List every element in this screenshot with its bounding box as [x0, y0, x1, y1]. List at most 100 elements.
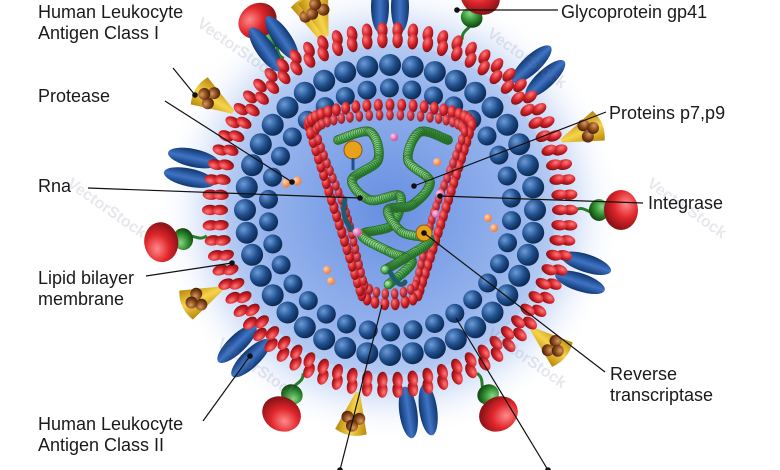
lipid-bead	[236, 116, 252, 129]
brown-bead	[306, 7, 319, 20]
matrix-bead	[379, 54, 401, 76]
capsid-bead	[351, 100, 361, 114]
matrix-bead	[496, 113, 519, 136]
lipid-bead	[264, 338, 278, 353]
lipid-bead	[223, 144, 239, 156]
matrix-bead-inner	[283, 274, 303, 294]
protease-particle	[490, 224, 498, 232]
brown-bead	[587, 121, 600, 134]
leader-dot	[289, 179, 295, 185]
leader-line	[202, 355, 251, 422]
matrix-bead	[481, 301, 504, 324]
lipid-bead	[464, 52, 477, 68]
protease-particle	[281, 178, 291, 188]
lipid-bead	[539, 116, 555, 129]
matrix-bead	[444, 69, 467, 92]
capsid-bead	[419, 100, 429, 114]
lipid-bead	[346, 36, 358, 53]
capsid-bead	[362, 99, 372, 113]
brown-bead	[551, 344, 564, 357]
lipid-bead	[229, 130, 245, 143]
lipid-bead	[277, 335, 291, 350]
blue-spike-left	[511, 45, 552, 84]
leader-dot	[247, 353, 253, 359]
blue-spike-left	[163, 167, 215, 188]
capsid-bead-inner	[396, 109, 405, 121]
matrix-bead-inner	[403, 320, 423, 340]
brown-bead	[345, 419, 358, 432]
blue-spike-left	[248, 27, 283, 72]
lipid-bead	[451, 358, 463, 374]
matrix-bead	[464, 316, 487, 339]
lipid-bead	[489, 335, 503, 350]
spike-blue-2	[511, 45, 566, 98]
matrix-bead-inner	[337, 314, 356, 334]
lipid-bead	[255, 91, 269, 105]
lipid-bead	[303, 352, 316, 368]
blue-spike-left	[561, 251, 612, 275]
lipid-bead	[317, 46, 329, 62]
leader-line	[455, 317, 549, 470]
spike-blue-5	[555, 251, 612, 294]
matrix-bead-inner	[424, 86, 443, 106]
matrix-bead-inner	[259, 212, 279, 232]
lipid-bead	[245, 103, 260, 117]
lipid-bead	[264, 67, 278, 82]
capsid-bead-inner	[365, 110, 374, 121]
matrix-bead-inner	[381, 322, 401, 342]
brown-bead	[549, 335, 562, 348]
lipid-bead	[255, 315, 269, 329]
lipid-bead	[212, 219, 229, 231]
lipid-bead	[303, 52, 316, 68]
capsid-bead-inner	[416, 110, 425, 122]
leader-line	[164, 100, 293, 183]
matrix-bead	[356, 55, 379, 78]
lipid-bead	[477, 344, 490, 360]
brown-bead	[541, 344, 554, 357]
matrix-bead-inner	[271, 255, 291, 275]
capsid-bead-inner	[375, 109, 384, 121]
lipid-bead	[392, 371, 403, 388]
matrix-bead	[356, 342, 379, 365]
label-integrase: Integrase	[648, 193, 724, 213]
matrix-bead-inner	[358, 320, 378, 340]
capsid-bead	[373, 98, 383, 112]
lipid-bead	[541, 264, 557, 276]
lipid-bead	[289, 49, 302, 65]
lipid-bead	[549, 235, 566, 246]
lipid-bead	[212, 204, 228, 216]
matrix-bead	[313, 328, 336, 351]
blue-spike-right	[168, 147, 220, 169]
lipid-bead	[490, 58, 504, 73]
lipid-bead	[223, 264, 239, 276]
spike-yellow-12	[179, 286, 224, 320]
capsid-bead-inner	[399, 286, 408, 298]
lipid-bead	[551, 219, 568, 231]
matrix-bead	[261, 284, 284, 307]
matrix-bead	[234, 199, 256, 221]
matrix-bead-inner	[498, 233, 517, 253]
matrix-bead	[249, 264, 272, 287]
matrix-bead	[522, 176, 545, 199]
capsid-bead-inner	[323, 116, 332, 128]
matrix-bead	[508, 264, 531, 287]
blue-spike-right	[398, 386, 418, 439]
brown-bead	[208, 87, 221, 100]
lipid-bead	[549, 174, 566, 185]
label-hla-class-1-line2: Antigen Class I	[38, 23, 160, 43]
lipid-bead	[225, 291, 241, 304]
lipid-bead	[225, 116, 241, 129]
matrix-bead	[516, 154, 539, 177]
capsid-cone	[303, 98, 477, 311]
matrix-bead	[313, 69, 336, 92]
lipid-bead	[361, 33, 373, 50]
lipid-bead	[502, 338, 516, 353]
matrix-bead	[444, 328, 467, 351]
matrix-bead-inner	[490, 254, 509, 274]
surface-glycoproteins	[144, 0, 638, 439]
lipid-bilayer-membrane	[202, 22, 578, 398]
lipid-bead	[407, 33, 419, 50]
protease-particle	[327, 277, 335, 285]
matrix-bead-inner	[316, 304, 336, 324]
matrix-bead	[293, 316, 316, 339]
